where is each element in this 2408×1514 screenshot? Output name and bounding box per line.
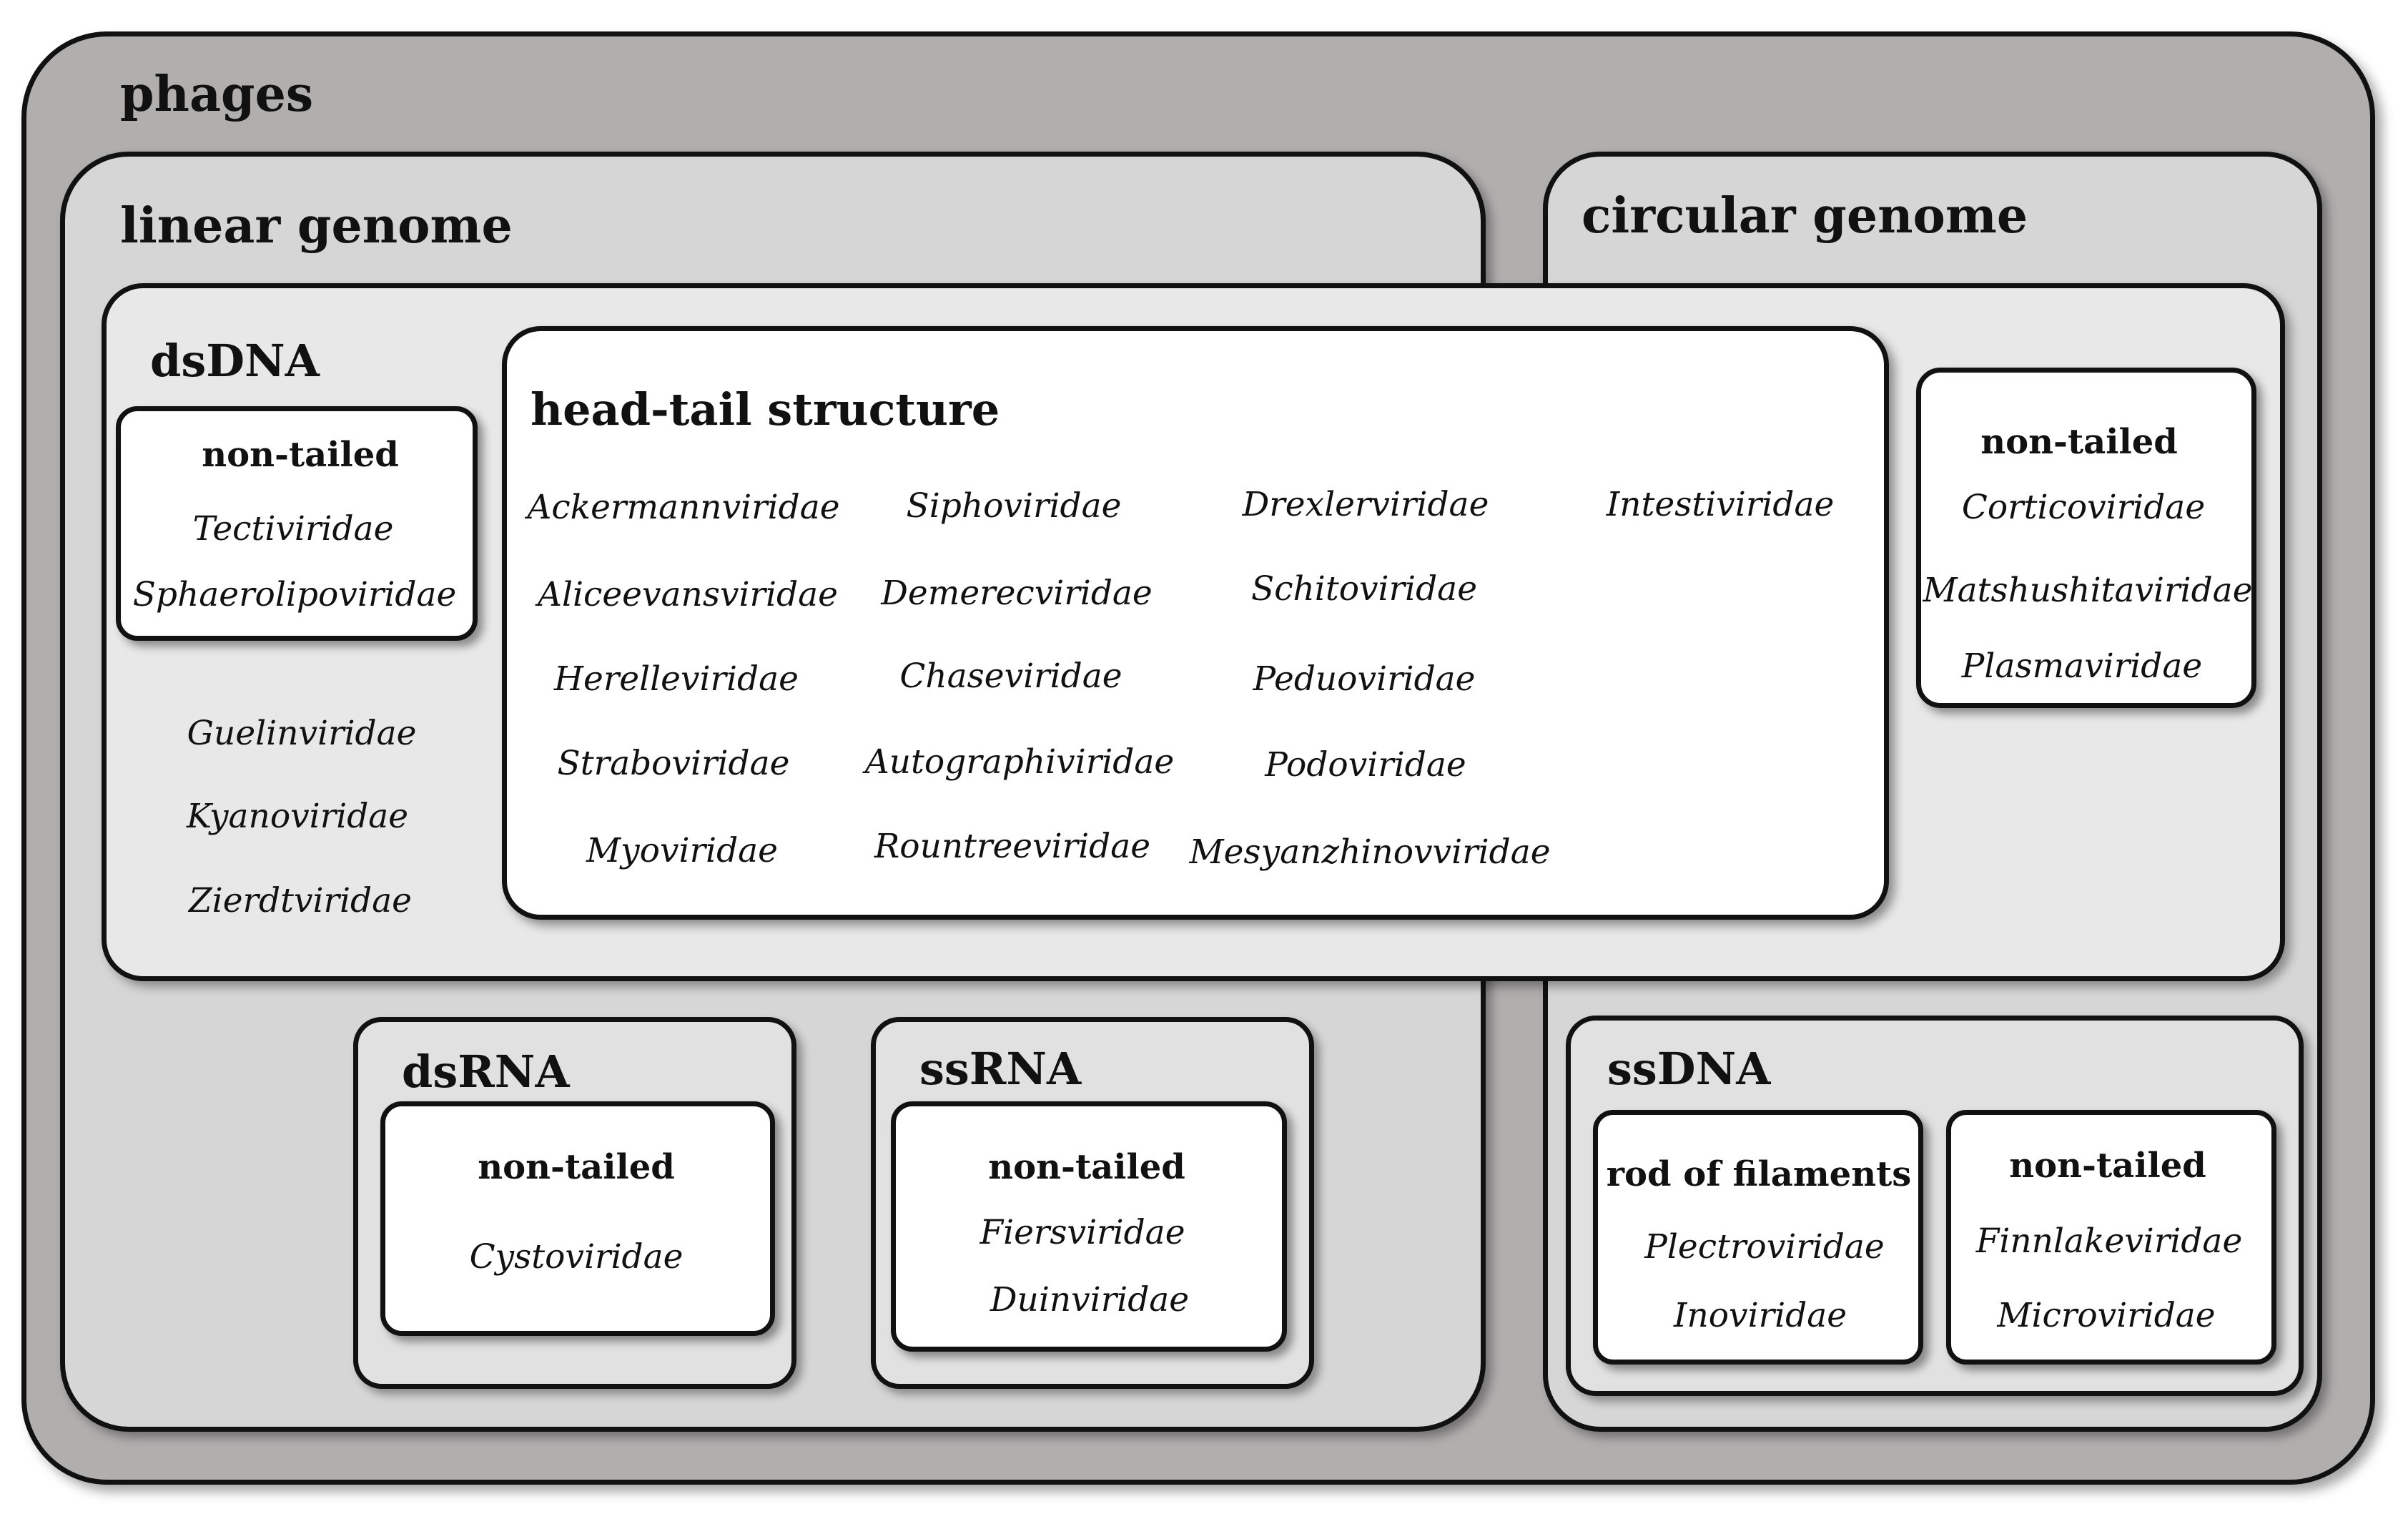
family-label: Ackermannviridae — [527, 488, 840, 527]
family-label: Sphaerolipoviridae — [132, 575, 457, 614]
head-tail-title: head-tail structure — [531, 383, 1000, 436]
phages-title: phages — [120, 66, 314, 123]
family-label: Corticoviridae — [1961, 488, 2206, 527]
dsrna-title: dsRNA — [402, 1046, 570, 1098]
family-label: Guelinviridae — [187, 714, 417, 753]
family-label: Siphoviridae — [906, 486, 1122, 526]
family-label: Drexlerviridae — [1242, 485, 1489, 524]
family-label: Microviridae — [1997, 1296, 2216, 1335]
family-label: Plasmaviridae — [1961, 647, 2203, 686]
family-label: Cystoviridae — [469, 1237, 684, 1277]
family-label: Matshushitaviridae — [1923, 571, 2253, 610]
family-label: Plectroviridae — [1644, 1227, 1885, 1267]
ssrna-non-tailed-label: non-tailed — [988, 1147, 1185, 1187]
family-label: Podoviridae — [1265, 745, 1466, 785]
family-label: Schitoviridae — [1250, 569, 1478, 609]
family-label: Kyanoviridae — [186, 797, 409, 836]
family-label: Fiersviridae — [980, 1213, 1185, 1252]
family-label: Chaseviridae — [899, 657, 1122, 696]
linear-genome-title: linear genome — [120, 197, 513, 255]
ssdna-non-tailed-box — [1946, 1110, 2276, 1365]
dsdna-title: dsDNA — [150, 335, 320, 387]
circular-genome-title: circular genome — [1582, 187, 2028, 245]
dsrna-non-tailed-box — [380, 1101, 775, 1336]
ssrna-non-tailed-box — [891, 1101, 1287, 1352]
dsdna-non-tailed-label: non-tailed — [202, 435, 399, 475]
family-label: Rountreeviridae — [874, 827, 1151, 866]
family-label: Demerecviridae — [881, 574, 1153, 613]
family-label: Myoviridae — [586, 831, 778, 870]
family-label: Aliceevansviridae — [538, 575, 838, 614]
family-label: Peduoviridae — [1253, 659, 1476, 699]
dsrna-non-tailed-label: non-tailed — [478, 1147, 675, 1187]
rod-of-filaments-box — [1593, 1110, 1923, 1365]
family-label: Zierdtviridae — [189, 881, 412, 920]
dsdna-non-tailed-box — [116, 406, 478, 641]
family-label: Straboviridae — [557, 744, 790, 783]
circular-non-tailed-box — [1916, 368, 2256, 708]
family-label: Inoviridae — [1673, 1296, 1847, 1335]
family-label: Finnlakeviridae — [1975, 1221, 2243, 1261]
family-label: Duinviridae — [990, 1280, 1190, 1319]
ssdna-title: ssDNA — [1607, 1043, 1771, 1095]
rod-of-filaments-label: rod of filaments — [1606, 1154, 1912, 1194]
ssdna-non-tailed-label: non-tailed — [2009, 1146, 2206, 1186]
family-label: Mesyanzhinovviridae — [1189, 832, 1551, 872]
head-tail-structure-box — [502, 326, 1889, 920]
family-label: Autographiviridae — [864, 742, 1175, 782]
family-label: Herelleviridae — [554, 659, 799, 699]
ssrna-title: ssRNA — [919, 1043, 1082, 1095]
family-label: Tectiviridae — [192, 509, 394, 549]
circular-non-tailed-label: non-tailed — [1980, 422, 2178, 462]
family-label: Intestiviridae — [1606, 485, 1835, 524]
